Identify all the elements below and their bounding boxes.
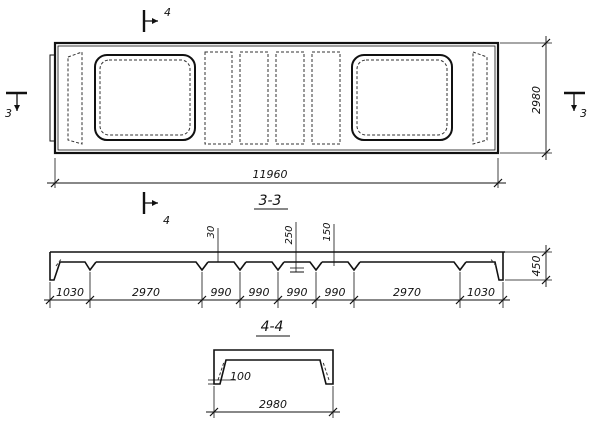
- plan-inner-outline: [57, 45, 496, 151]
- plan-end-panel-left: [67, 51, 83, 145]
- plan-edge-step: [49, 54, 56, 142]
- plan-length-dim: 11960: [253, 168, 288, 181]
- plan-view: 11960 2980 4 4 3 3: [5, 6, 587, 227]
- span-label-3: 990: [211, 286, 232, 299]
- section-4-4: 4-4 100 2980: [206, 319, 340, 418]
- plan-panel-4: [311, 51, 341, 145]
- span-label-2: 2970: [132, 286, 160, 299]
- section-3-3-detail-150: 150: [322, 222, 333, 241]
- section-4-4-width-dim: 2980: [259, 398, 287, 411]
- plan-panel-2: [239, 51, 269, 145]
- section-3-3-dim-ticks: [45, 272, 508, 308]
- section-3-3-title: 3-3: [259, 193, 282, 209]
- section-mark-3-right-label: 3: [580, 107, 587, 120]
- span-label-1: 1030: [56, 286, 84, 299]
- section-mark-4-top-label: 4: [164, 6, 171, 19]
- plan-opening-right-inner: [356, 59, 448, 136]
- plan-opening-right: [351, 54, 453, 141]
- section-3-3-detail-250: 250: [284, 225, 295, 244]
- section-3-3: 3-3 450 30 250 150: [44, 193, 552, 308]
- plan-panel-1: [204, 51, 233, 145]
- span-label-6: 990: [325, 286, 346, 299]
- section-mark-3-left-label: 3: [5, 107, 12, 120]
- section-4-4-title: 4-4: [261, 319, 284, 335]
- span-label-4: 990: [249, 286, 270, 299]
- plan-end-panel-right: [472, 51, 488, 145]
- section-3-3-profile: [49, 251, 505, 281]
- span-label-7: 2970: [393, 286, 421, 299]
- section-mark-4-bottom-label: 4: [163, 214, 170, 227]
- plan-height-dim: 2980: [530, 86, 543, 114]
- span-label-8: 1030: [467, 286, 495, 299]
- section-4-4-rib-dim: 100: [230, 370, 251, 383]
- plan-opening-left-inner: [99, 59, 191, 136]
- plan-panel-3: [275, 51, 305, 145]
- section-3-3-hatch: [55, 257, 497, 267]
- section-3-3-detail-30: 30: [206, 226, 217, 239]
- plan-opening-left: [94, 54, 196, 141]
- span-label-5: 990: [287, 286, 308, 299]
- section-3-3-height-dim: 450: [530, 256, 543, 277]
